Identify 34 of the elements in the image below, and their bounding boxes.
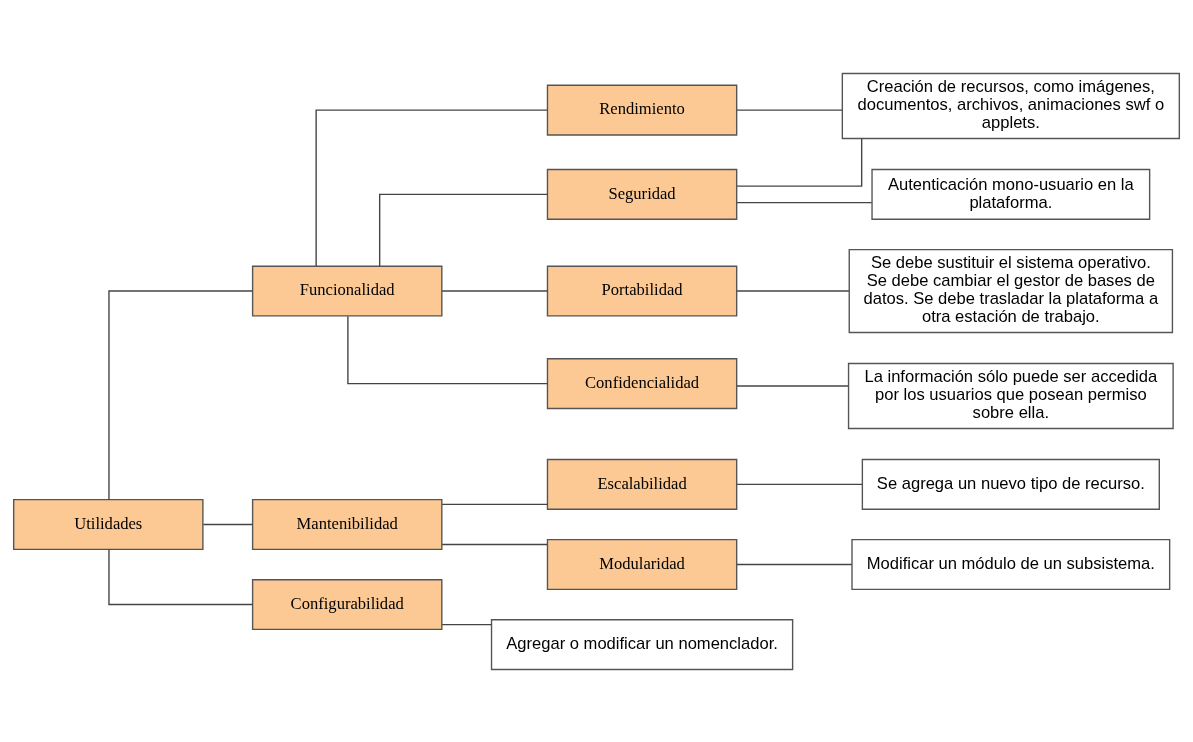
connector xyxy=(441,289,549,292)
node-box: Escalabilidad xyxy=(546,458,738,510)
node-box: Seguridad xyxy=(546,168,738,220)
node-box: Agregar o modificar un nomenclador. xyxy=(490,618,794,670)
connector xyxy=(441,543,549,545)
node-box: Creación de recursos, como imágenes, documentos, archivos, animaciones swf o applets. xyxy=(841,72,1180,139)
connector xyxy=(736,563,853,565)
node-box: Modificar un módulo de un subsistema. xyxy=(851,538,1171,590)
connector xyxy=(441,623,493,625)
node-box: Utilidades xyxy=(13,498,204,550)
node-box: Modularidad xyxy=(546,538,738,590)
connector xyxy=(347,315,549,384)
node-box: Confidencialidad xyxy=(546,357,738,409)
connector xyxy=(736,201,873,203)
node-box: Rendimiento xyxy=(546,84,738,136)
connector xyxy=(108,548,254,605)
node-box: Portabilidad xyxy=(546,265,738,317)
node-box: Funcionalidad xyxy=(251,265,443,317)
connector xyxy=(378,193,549,267)
node-box: Configurabilidad xyxy=(251,578,443,630)
node-box: Se debe sustituir el sistema operativo. Se debe cambiar el gestor de bases de datos. Se debe trasladar la plataforma a otra estación de trabajo. xyxy=(848,248,1174,333)
connector xyxy=(202,523,254,525)
connector xyxy=(736,108,843,111)
node-box: Se agrega un nuevo tipo de recurso. xyxy=(861,458,1160,510)
node-box: La información sólo puede ser accedida por los usuarios que posean permiso sobre ella. xyxy=(847,362,1174,429)
node-box: Autenticación mono-usuario en la plataforma. xyxy=(871,168,1151,220)
connector xyxy=(736,137,863,187)
connector xyxy=(736,289,850,292)
connector xyxy=(315,108,549,267)
node-box: Mantenibilidad xyxy=(251,498,443,550)
connector xyxy=(736,483,863,485)
connector xyxy=(441,503,549,505)
connector xyxy=(736,384,849,387)
connector xyxy=(108,289,254,500)
